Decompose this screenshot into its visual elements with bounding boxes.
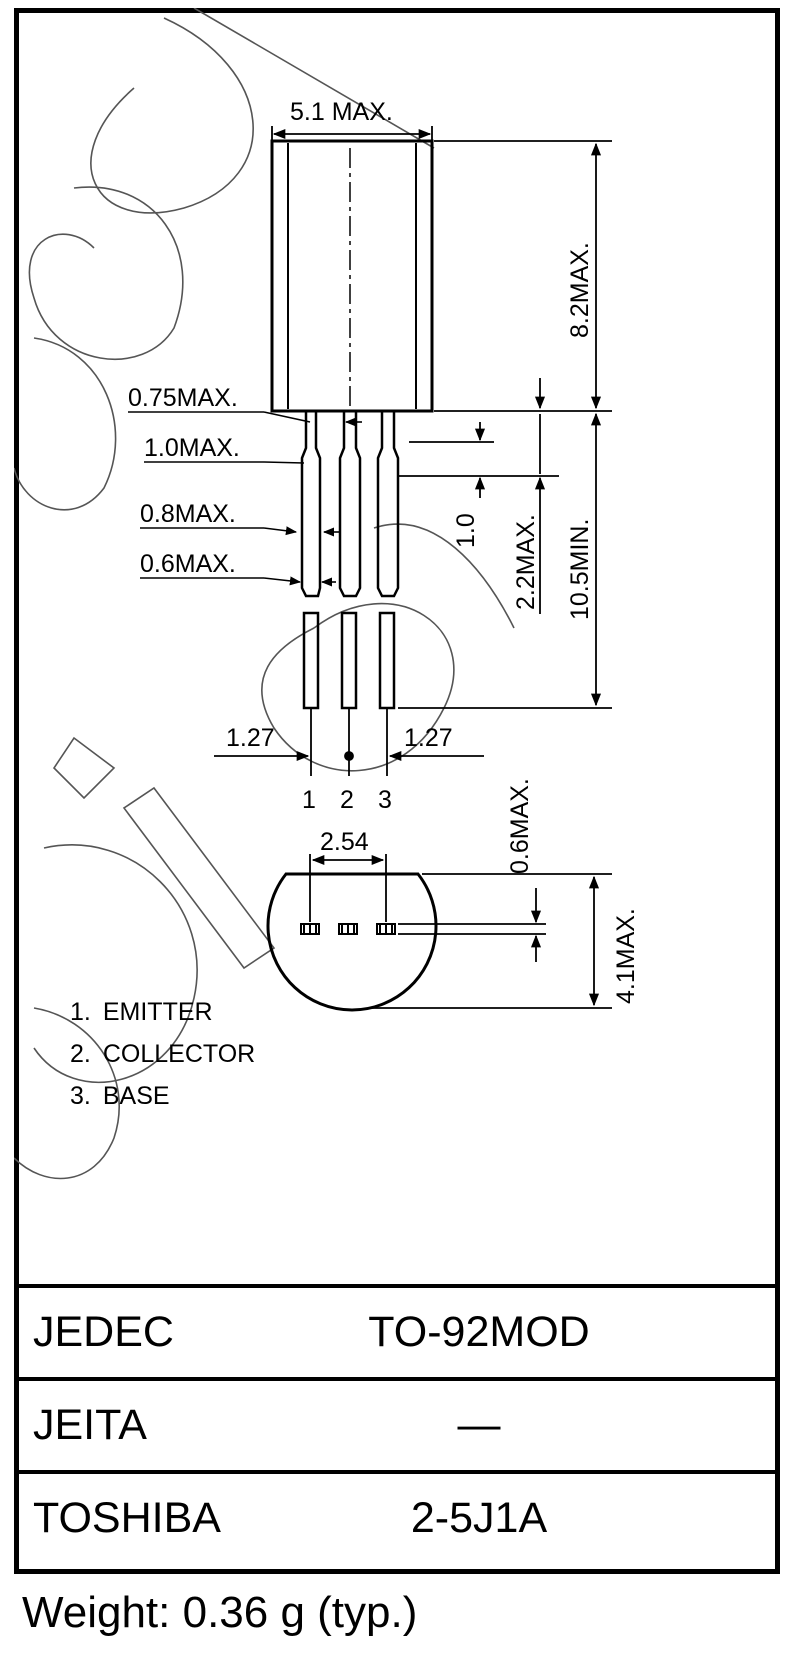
pin-number-3: 3 bbox=[378, 786, 392, 814]
body-side-view bbox=[270, 139, 434, 413]
dim-label-lead-length: 10.5MIN. bbox=[566, 519, 594, 620]
table-row: JEDEC TO-92MOD bbox=[19, 1284, 775, 1377]
dim-label-gap-10: 1.0 bbox=[452, 513, 480, 548]
dim-label-lead-075: 0.75MAX. bbox=[128, 384, 238, 412]
dim-lead-length bbox=[398, 412, 612, 709]
package-code: 2-5J1A bbox=[410, 1494, 548, 1542]
dim-label-lead-06: 0.6MAX. bbox=[140, 550, 236, 578]
dim-label-pitch-right: 1.27 bbox=[404, 724, 453, 752]
dim-label-pin-spacing: 2.54 bbox=[320, 828, 369, 856]
standard-org: JEDEC bbox=[33, 1308, 174, 1356]
pin-number-1: 1 bbox=[302, 786, 316, 814]
legend-item-1: 1.EMITTER bbox=[70, 998, 213, 1026]
dim-label-gap-22: 2.2MAX. bbox=[512, 514, 540, 610]
standard-org: TOSHIBA bbox=[33, 1494, 221, 1542]
dim-label-body-height: 8.2MAX. bbox=[566, 242, 594, 338]
watermark bbox=[14, 8, 515, 1180]
pin-legend: 1.EMITTER 2.COLLECTOR 3.BASE bbox=[70, 998, 255, 1110]
dim-depth bbox=[370, 873, 612, 1009]
standard-org: JEITA bbox=[33, 1401, 147, 1449]
legend-item-3: 3.BASE bbox=[70, 1082, 170, 1110]
dim-label-bottom-06: 0.6MAX. bbox=[506, 778, 534, 874]
package-outline-drawing: 5.1 MAX. 8.2MAX. 10.5MIN. 2.2MAX. 1.0 bbox=[14, 8, 640, 1180]
dim-gap-22 bbox=[398, 378, 559, 614]
leads bbox=[300, 411, 400, 710]
legend-item-2: 2.COLLECTOR bbox=[70, 1040, 255, 1068]
table-row: TOSHIBA 2-5J1A bbox=[19, 1470, 775, 1563]
drawing-frame bbox=[14, 8, 780, 1574]
dim-pitch bbox=[214, 708, 484, 776]
pin-number-2: 2 bbox=[340, 786, 354, 814]
dim-body-height bbox=[434, 140, 612, 412]
body-bottom-view bbox=[266, 872, 438, 1012]
dim-bottom-06 bbox=[398, 888, 546, 962]
dim-label-lead-10: 1.0MAX. bbox=[144, 434, 240, 462]
package-code: TO-92MOD bbox=[368, 1308, 590, 1356]
dim-label-pitch-left: 1.27 bbox=[226, 724, 275, 752]
dim-body-width bbox=[271, 126, 433, 141]
dim-label-depth: 4.1MAX. bbox=[612, 908, 640, 1004]
weight-note: Weight: 0.36 g (typ.) bbox=[22, 1588, 418, 1637]
package-standards-table: JEDEC TO-92MOD JEITA ― TOSHIBA 2-5J1A bbox=[19, 1284, 775, 1563]
dim-label-lead-08: 0.8MAX. bbox=[140, 500, 236, 528]
table-row: JEITA ― bbox=[19, 1377, 775, 1470]
bottom-pins bbox=[300, 923, 396, 935]
package-code: ― bbox=[457, 1401, 501, 1449]
dim-label-body-width: 5.1 MAX. bbox=[290, 98, 393, 126]
dim-pin-spacing bbox=[309, 854, 387, 922]
dim-gap-10 bbox=[409, 422, 494, 498]
dim-leads-left bbox=[128, 411, 362, 587]
